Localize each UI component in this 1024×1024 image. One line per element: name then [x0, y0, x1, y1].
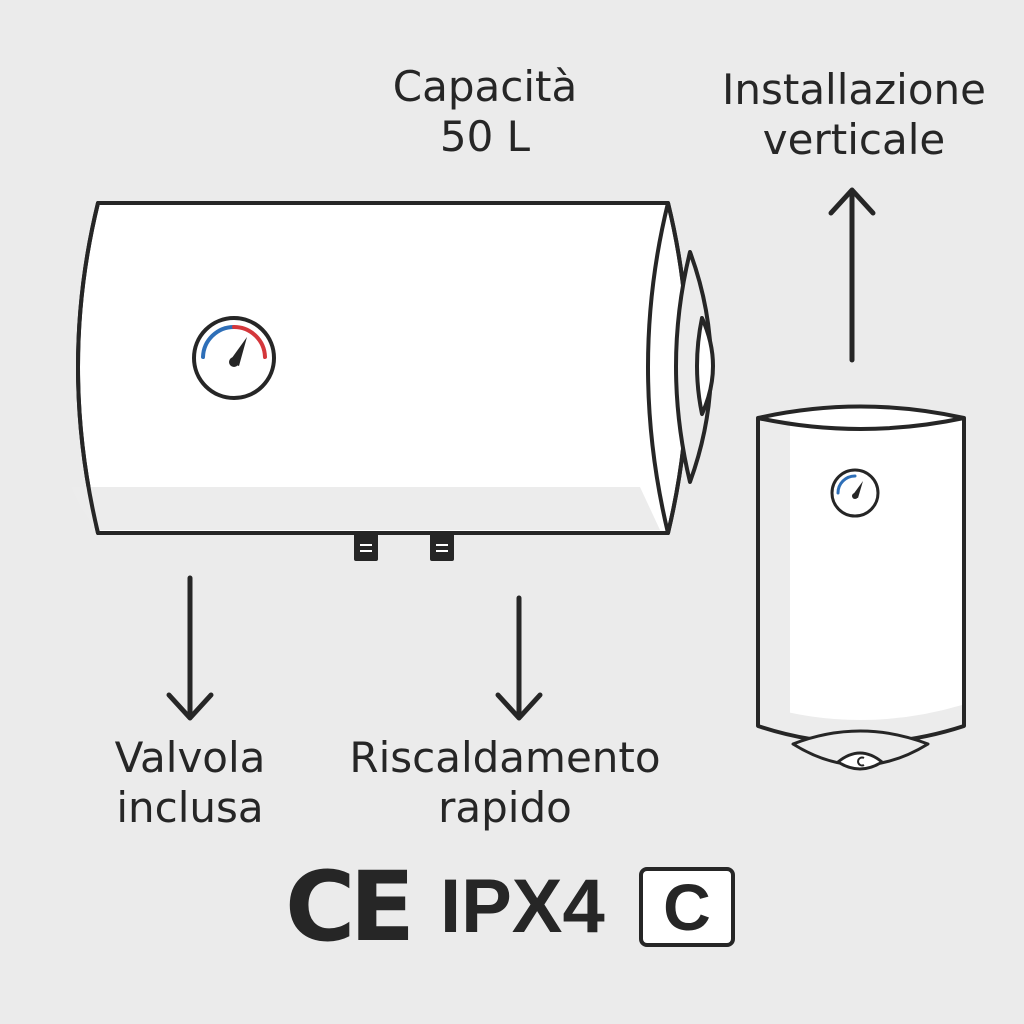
arrow-icon	[166, 575, 214, 721]
valve-label-line2: inclusa	[116, 783, 264, 832]
fast-heating-label-line1: Riscaldamento	[349, 733, 661, 782]
valve-label: Valvola inclusa	[80, 733, 300, 833]
vertical-install-label: Installazione verticale	[694, 65, 1014, 165]
vertical-install-label-line1: Installazione	[721, 65, 987, 114]
pipe-fitting-right	[430, 533, 454, 561]
pipe-fitting-left	[354, 533, 378, 561]
water-heater-vertical-icon	[756, 404, 966, 771]
vertical-install-label-line2: verticale	[762, 115, 946, 164]
energy-class-badge: C	[639, 867, 735, 947]
fast-heating-label-line2: rapido	[438, 783, 572, 832]
ce-mark: CE	[285, 851, 415, 963]
thermometer-gauge-icon	[830, 468, 880, 518]
valve-label-line1: Valvola	[114, 733, 266, 782]
arrow-icon	[495, 595, 543, 721]
fast-heating-label: Riscaldamento rapido	[330, 733, 680, 833]
certification-row: CE IPX4 C	[285, 851, 745, 963]
water-heater-horizontal-icon	[72, 201, 715, 561]
capacity-label-line2: 50 L	[439, 112, 531, 161]
arrow-icon	[828, 187, 876, 363]
capacity-label-line1: Capacità	[392, 62, 578, 111]
thermometer-gauge-icon	[192, 316, 276, 400]
ip-rating: IPX4	[440, 864, 605, 949]
capacity-label: Capacità 50 L	[335, 62, 635, 162]
